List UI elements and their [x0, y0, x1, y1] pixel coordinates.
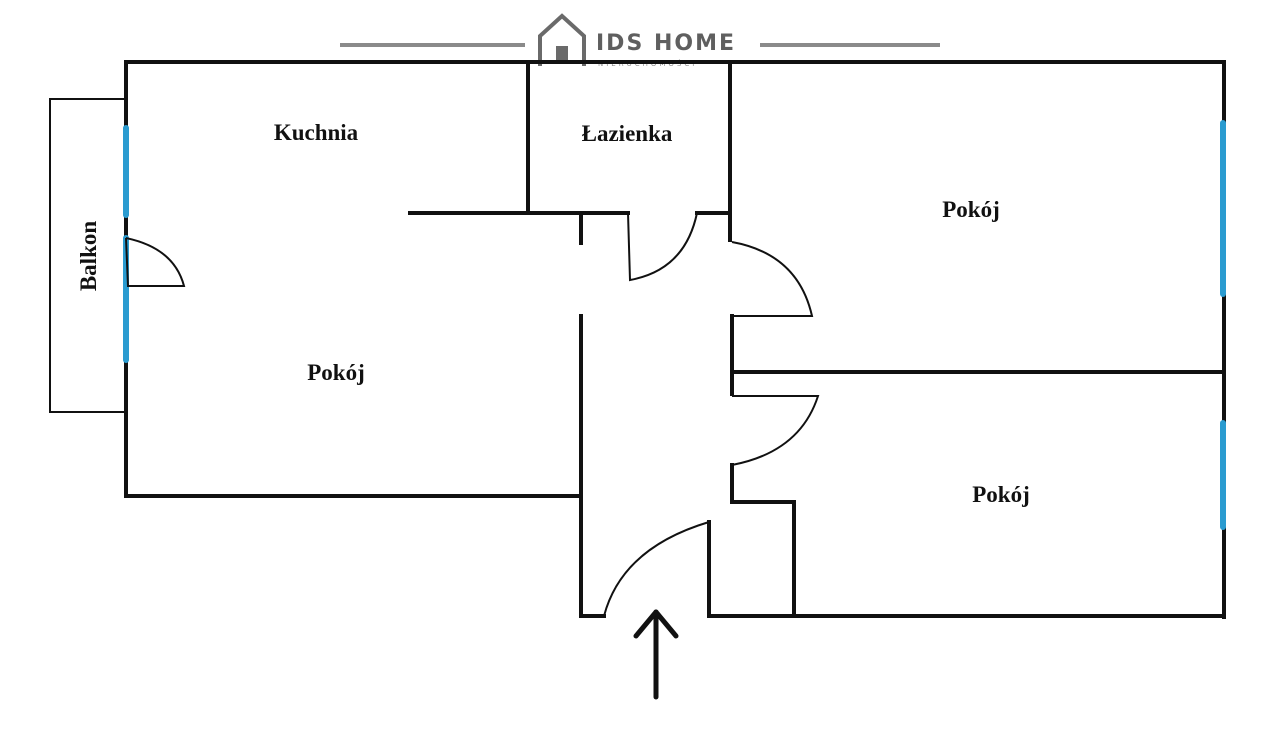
door-entrance	[603, 521, 710, 617]
label-kitchen: Kuchnia	[274, 120, 359, 145]
logo-text: IDS HOME	[596, 31, 736, 56]
label-bedroom-bottom: Pokój	[972, 482, 1030, 507]
label-balcony: Balkon	[76, 221, 101, 292]
windows	[123, 120, 1226, 530]
walls	[124, 60, 1226, 619]
arrow-up-icon	[633, 609, 679, 700]
door-bathroom	[627, 212, 698, 282]
label-bedroom-top: Pokój	[942, 197, 1000, 222]
door-bedroom-top	[731, 241, 814, 317]
label-living-room: Pokój	[307, 360, 365, 385]
door-bedroom-bottom	[731, 395, 820, 466]
doors	[125, 212, 820, 617]
house-icon	[538, 13, 586, 66]
label-bathroom: Łazienka	[582, 121, 673, 146]
door-balcony	[125, 237, 186, 287]
